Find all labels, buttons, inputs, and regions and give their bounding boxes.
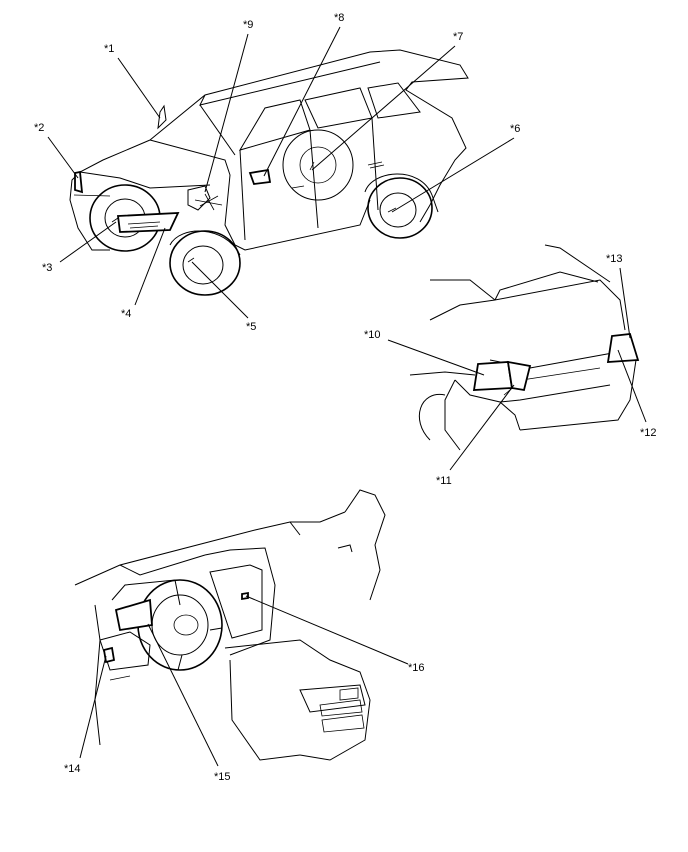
callout-13: *13 [606, 253, 623, 265]
leader-13 [619, 267, 631, 339]
leader-16 [245, 595, 409, 665]
callout-7: *7 [453, 31, 463, 43]
callout-8: *8 [334, 12, 344, 24]
leader-12 [617, 349, 647, 423]
leader-6 [391, 137, 515, 213]
callout-12: *12 [640, 427, 657, 439]
callout-6: *6 [510, 123, 520, 135]
callout-4: *4 [121, 308, 131, 320]
leader-4 [134, 227, 166, 306]
leader-14 [79, 655, 107, 759]
vehicle-side-view [69, 49, 469, 296]
callout-16: *16 [408, 662, 425, 674]
leader-2 [47, 136, 79, 179]
leader-lines [47, 26, 647, 767]
callout-9: *9 [243, 19, 253, 31]
leader-7 [311, 45, 456, 171]
callout-1: *1 [104, 43, 114, 55]
leader-3 [59, 221, 117, 263]
callout-3: *3 [42, 262, 52, 274]
leader-9 [204, 33, 249, 193]
callout-14: *14 [64, 763, 81, 775]
callout-2: *2 [34, 122, 44, 134]
leader-15 [147, 623, 219, 767]
callout-15: *15 [214, 771, 231, 783]
callout-10: *10 [364, 329, 381, 341]
leader-5 [191, 261, 249, 319]
leader-10 [387, 339, 485, 376]
dashboard-view [74, 489, 386, 761]
leader-1 [117, 57, 161, 119]
leader-8 [263, 26, 341, 177]
callout-5: *5 [246, 321, 256, 333]
callout-11: *11 [436, 475, 452, 487]
vehicle-rear-view [409, 244, 640, 451]
callout-labels: *1 *2 *3 *4 *5 *6 *7 *8 *9 *10 *11 *12 *… [34, 12, 657, 783]
leader-11 [449, 384, 515, 471]
